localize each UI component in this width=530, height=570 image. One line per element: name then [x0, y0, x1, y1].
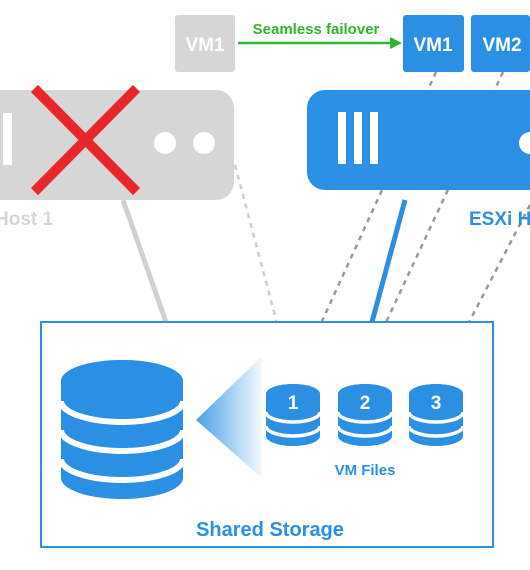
right-host-server [307, 90, 530, 190]
disk-2-label: 2 [360, 393, 371, 414]
right-vm2-label: VM2 [482, 35, 521, 56]
left-vm1-label: VM1 [185, 35, 225, 56]
storage-beam [196, 356, 262, 478]
disk-icon [264, 384, 322, 446]
left-vm1-box [175, 15, 235, 72]
vm-files-label: VM Files [335, 462, 396, 479]
failover-label: Seamless failover [253, 21, 380, 38]
right-host-label: ESXi H [469, 209, 530, 230]
connector-left-vm1 [233, 164, 294, 381]
disk-icon [336, 384, 394, 446]
right-vm1-box [403, 15, 464, 72]
failover-arrow [238, 37, 402, 49]
shared-storage-title: Shared Storage [196, 519, 344, 541]
right-vm1-label: VM1 [413, 35, 453, 56]
x-mark-icon [30, 84, 141, 196]
right-host-storage-link [369, 199, 408, 323]
disk-1-label: 1 [288, 393, 299, 414]
database-icon [58, 360, 186, 499]
right-vm2-box [471, 15, 530, 72]
left-host-label: Host 1 [0, 209, 54, 230]
disk-3-label: 3 [431, 393, 442, 414]
left-host-storage-link [120, 199, 169, 323]
disk-icon [407, 384, 465, 446]
